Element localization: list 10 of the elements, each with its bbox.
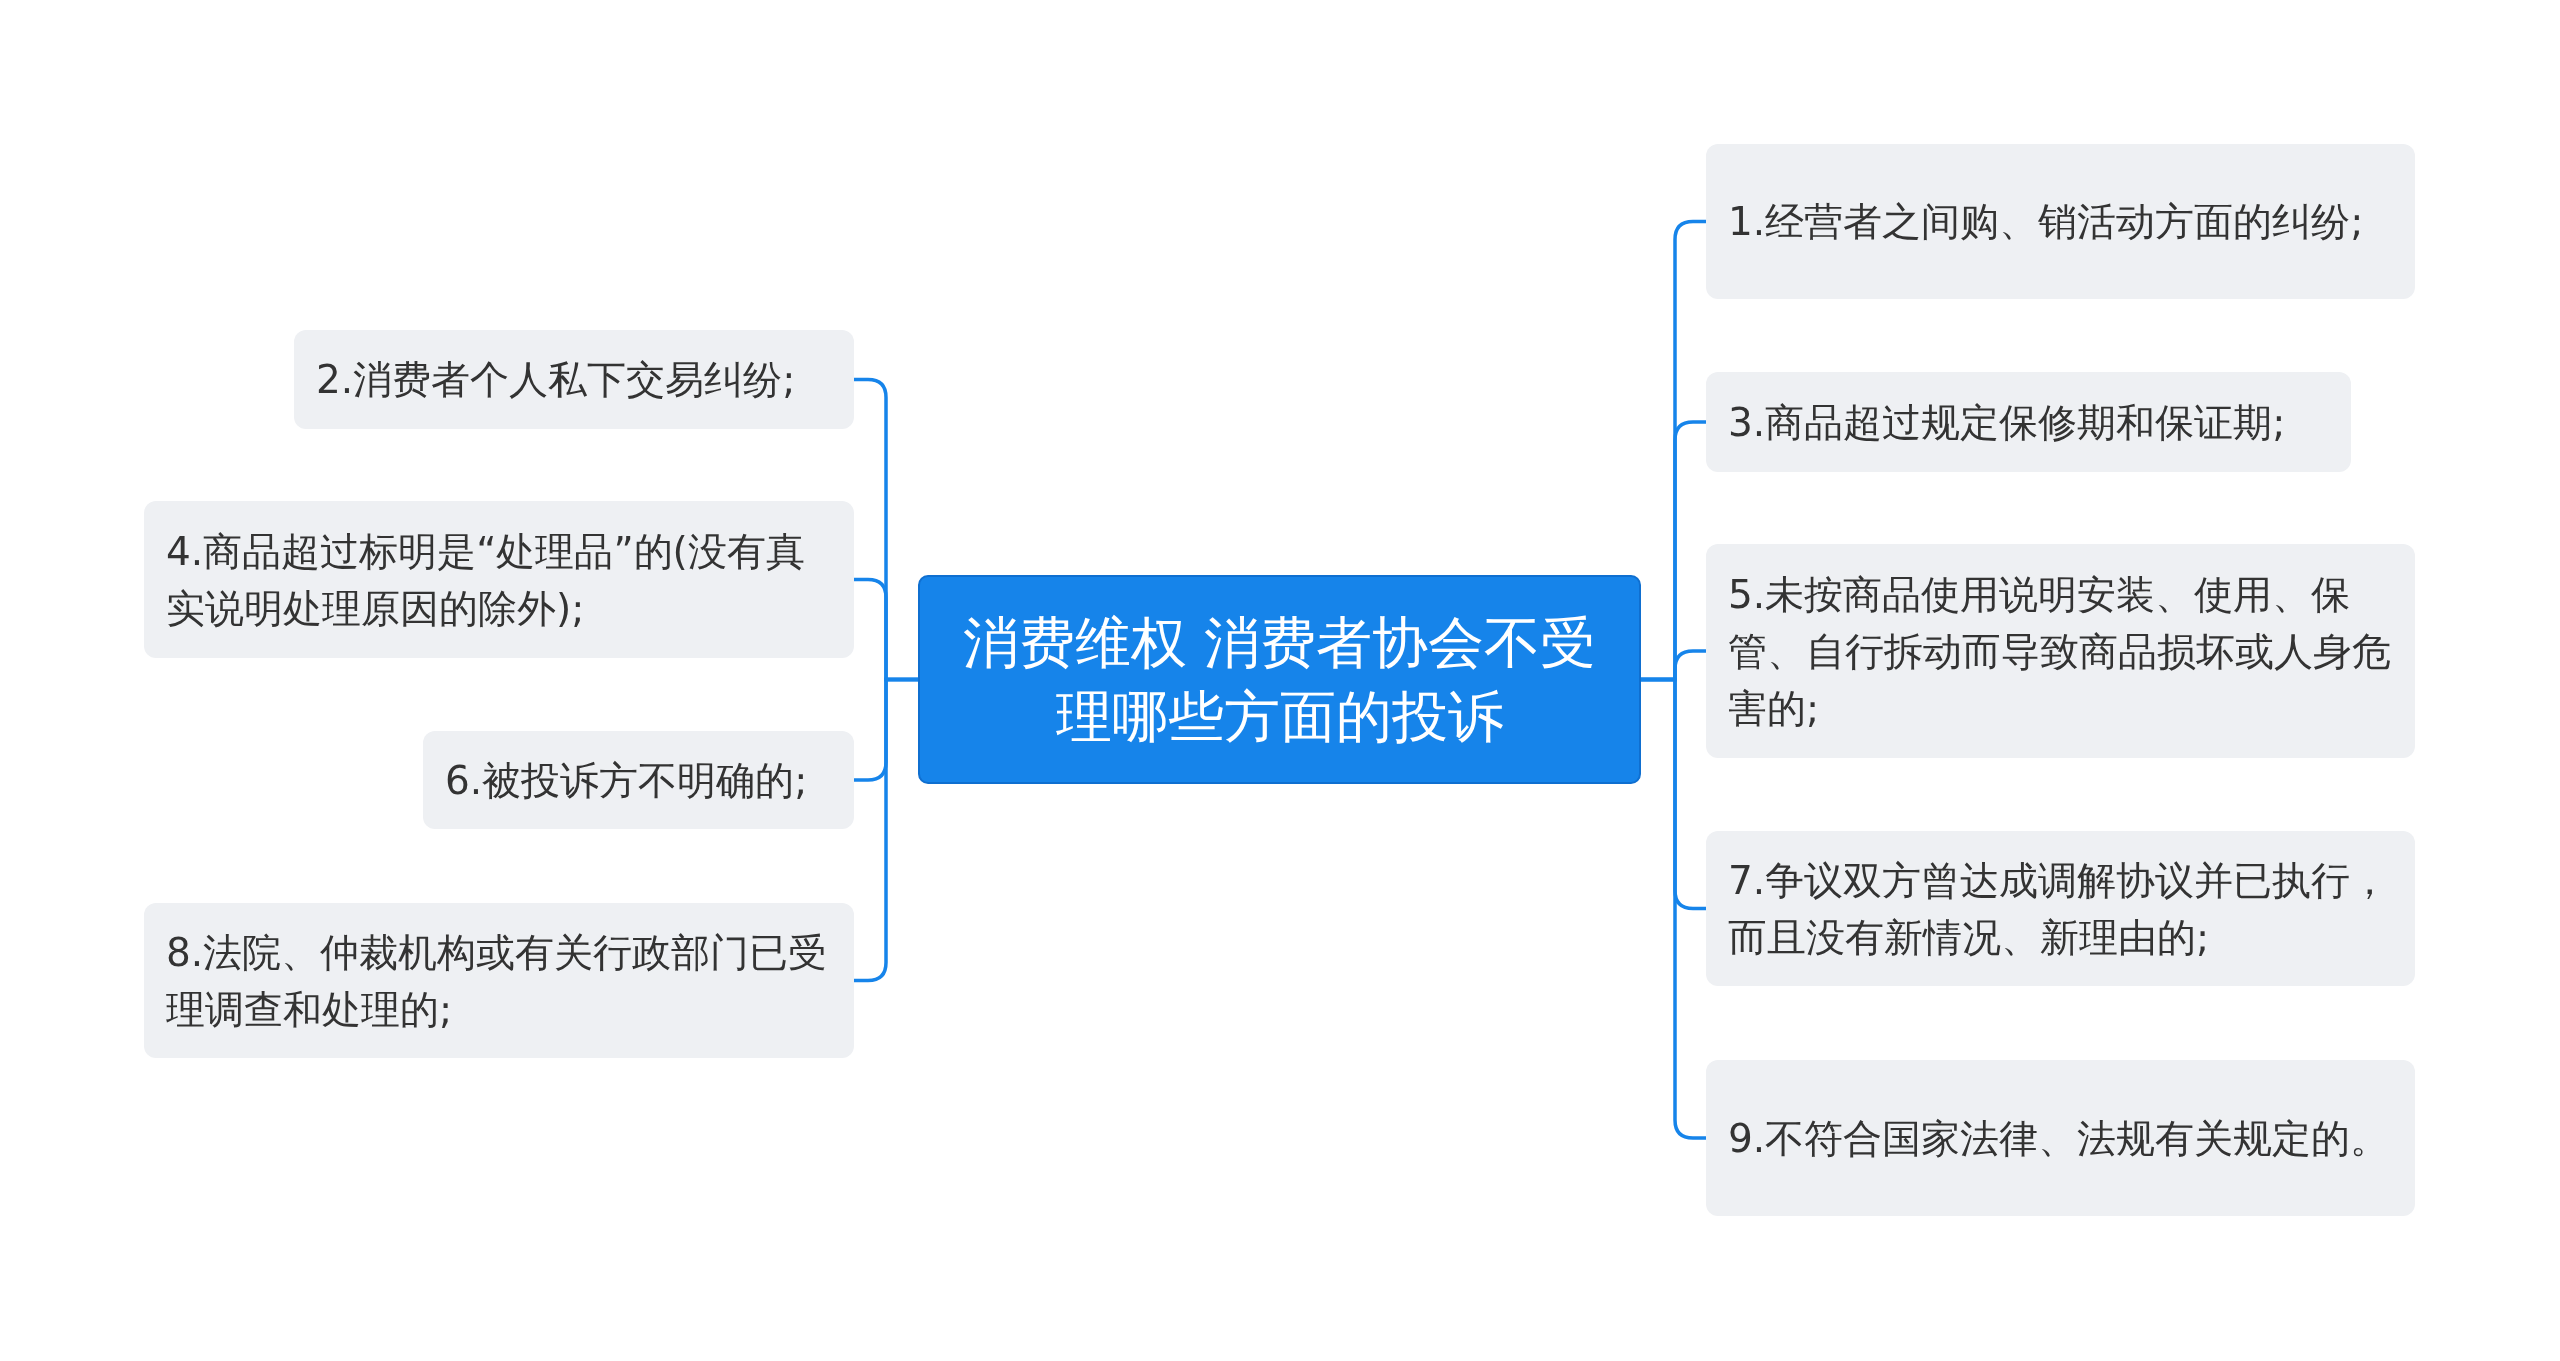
topic-box: 3.商品超过规定保修期和保证期; — [1706, 372, 2351, 472]
topic-box: 6.被投诉方不明确的; — [423, 731, 854, 829]
topic-box: 4.商品超过标明是“处理品”的(没有真实说明处理原因的除外); — [144, 501, 854, 658]
topic-box: 5.未按商品使用说明安装、使用、保管、自行拆动而导致商品损坏或人身危害的; — [1706, 544, 2415, 758]
topic-box: 7.争议双方曾达成调解协议并已执行，而且没有新情况、新理由的; — [1706, 831, 2415, 986]
topic-box: 2.消费者个人私下交易纠纷; — [294, 330, 854, 429]
central-topic-box: 消费维权 消费者协会不受理哪些方面的投诉 — [918, 575, 1641, 784]
topic-box: 9.不符合国家法律、法规有关规定的。 — [1706, 1060, 2415, 1216]
topic-box: 1.经营者之间购、销活动方面的纠纷; — [1706, 144, 2415, 299]
topic-box: 8.法院、仲裁机构或有关行政部门已受理调查和处理的; — [144, 903, 854, 1058]
